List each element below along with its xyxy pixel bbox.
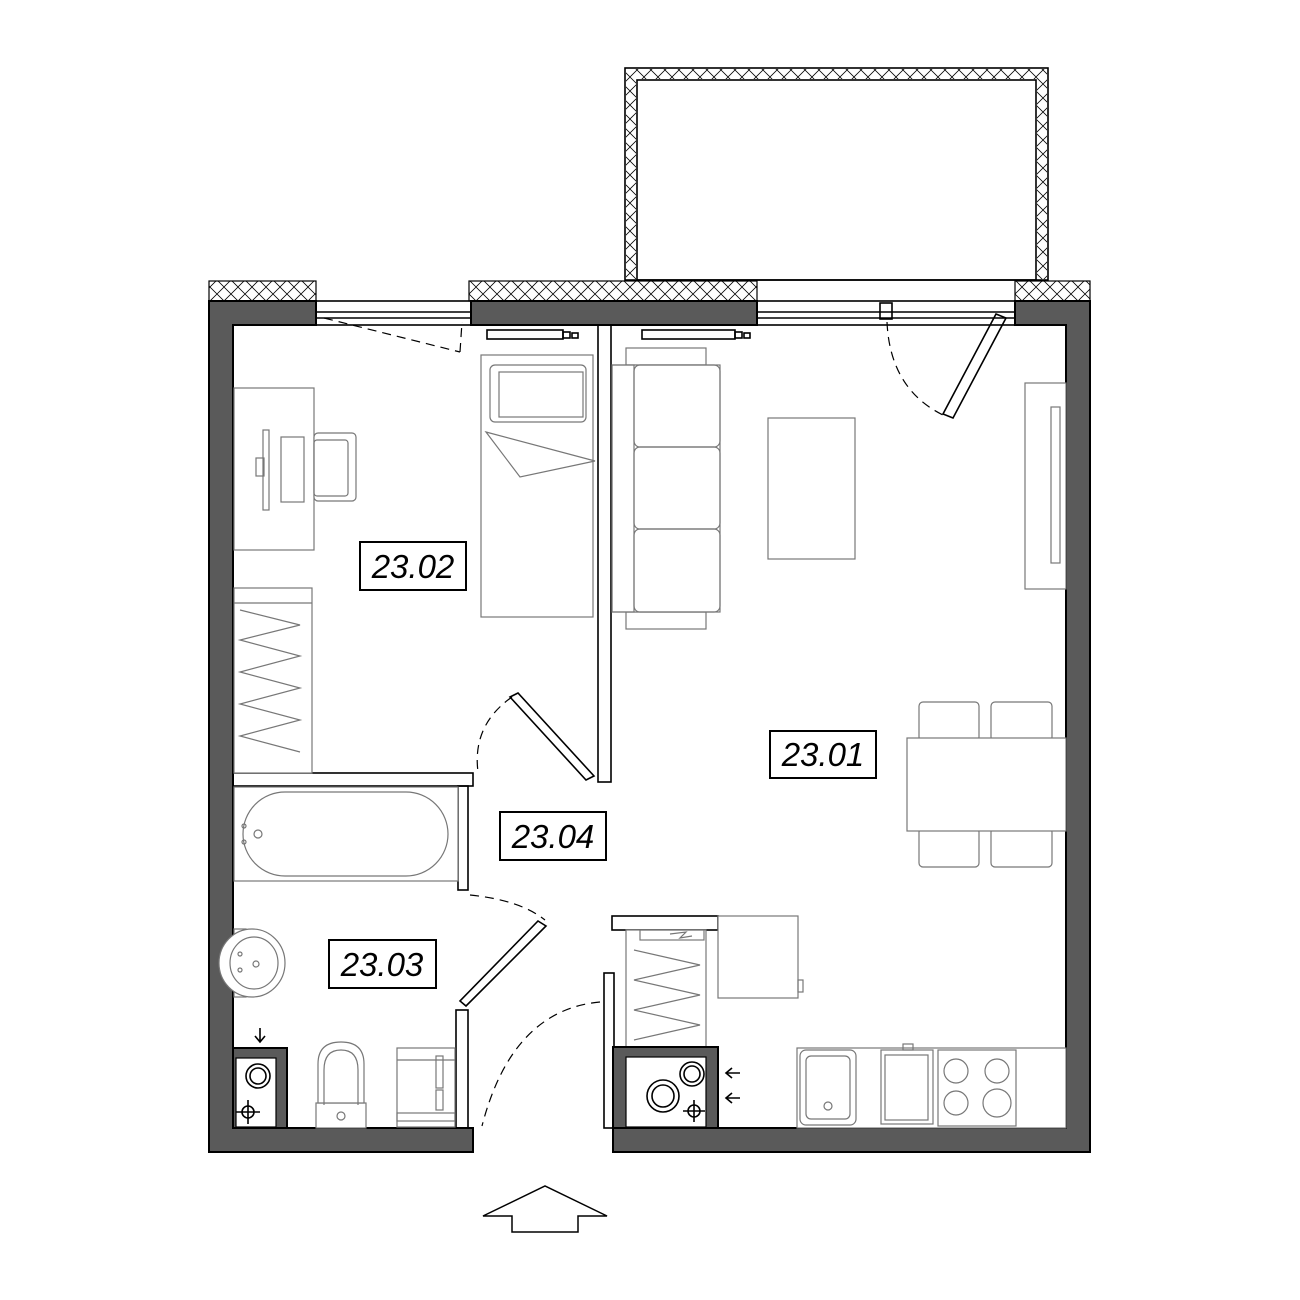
room-label-23-03: 23.03 [328,939,437,989]
radiators [486,329,751,340]
interior-doors [458,692,601,1127]
svg-text:23.03: 23.03 [340,946,424,983]
room-label-23-01: 23.01 [769,730,877,779]
svg-text:23.04: 23.04 [511,818,595,855]
facade-insulation [208,280,1091,302]
bathroom-fixtures [218,786,459,1129]
balcony [624,67,1049,281]
room-label-23-04: 23.04 [499,811,607,861]
living-furniture [611,347,1067,868]
kitchen [612,915,1067,1129]
balcony-door [879,302,1008,420]
bedroom-furniture [233,354,596,774]
svg-text:23.02: 23.02 [371,548,455,585]
entrance-arrow-icon [482,1185,608,1233]
ventilation-arrow-icon [254,1028,740,1104]
windows [315,300,1016,353]
partitions [232,324,719,1129]
room-label-23-02: 23.02 [359,541,467,591]
svg-text:23.01: 23.01 [781,736,865,773]
